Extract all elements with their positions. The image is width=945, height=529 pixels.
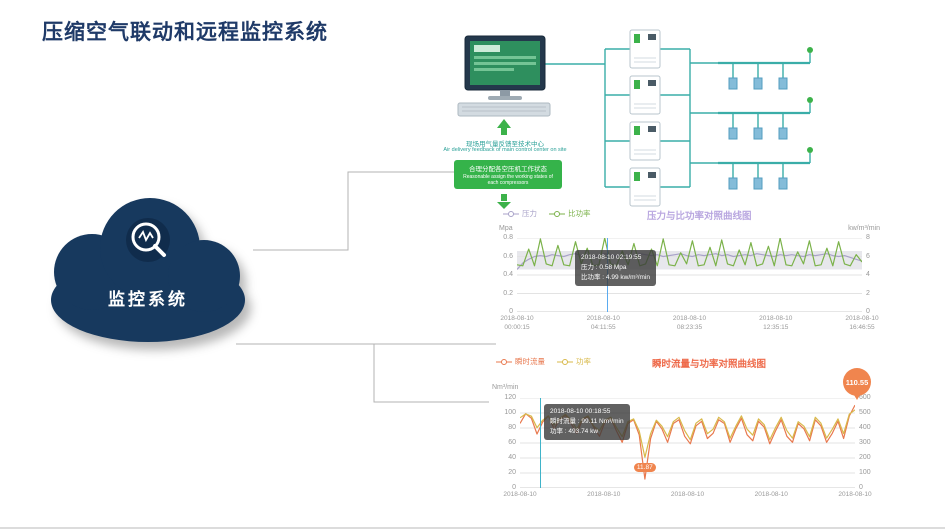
compressor-cabinet bbox=[629, 75, 661, 115]
y-tick-right: 500 bbox=[859, 409, 871, 416]
assign-box: 合理分配各空压机工作状态 Reasonable assign the worki… bbox=[454, 160, 562, 189]
y-axis-unit-left: Nm³/min bbox=[492, 384, 519, 391]
y-tick-right: 0 bbox=[866, 308, 870, 315]
magnifier-icon bbox=[126, 218, 170, 262]
system-diagram: 现场用气量反馈至技术中心 Air delivery feedback of ma… bbox=[443, 18, 842, 212]
y-tick-right: 300 bbox=[859, 439, 871, 446]
y-axis-unit-left: Mpa bbox=[499, 225, 513, 232]
network-lines bbox=[545, 48, 718, 188]
y-tick-left: 0.4 bbox=[503, 271, 513, 278]
chart-legend: 瞬时流量 功率 bbox=[496, 356, 591, 367]
legend-label: 比功率 bbox=[568, 209, 591, 218]
pipe-manifold bbox=[718, 147, 813, 190]
connector-bottom bbox=[373, 344, 489, 403]
series-line bbox=[517, 238, 862, 267]
y-tick-right: 2 bbox=[866, 289, 870, 297]
y-tick-left: 0.6 bbox=[503, 252, 513, 260]
y-tick-right: 0 bbox=[859, 484, 863, 491]
flow-power-chart: 瞬时流量 功率 瞬时流量与功率对照曲线图 Nm³/min 2018-08-10 … bbox=[490, 356, 884, 508]
chart-tooltip: 2018-08-10 02:19:55 压力 : 0.58 Mpa 比功率 : … bbox=[575, 250, 656, 287]
y-tick-left: 20 bbox=[508, 469, 516, 476]
chart-tooltip: 2018-08-10 00:18:55 瞬时流量 : 99.11 Nm³/min… bbox=[544, 404, 630, 441]
tooltip-power: 功率 : 493.74 kw bbox=[550, 428, 599, 436]
up-arrow-icon bbox=[497, 119, 511, 135]
point-marker-badge: 11.87 bbox=[633, 463, 656, 473]
x-axis-label: 2018-08-10 bbox=[670, 491, 705, 498]
legend-label: 功率 bbox=[576, 357, 591, 366]
max-value-badge: 110.55 bbox=[843, 368, 871, 400]
legend-line-icon bbox=[549, 210, 565, 217]
assign-box-zh: 合理分配各空压机工作状态 bbox=[469, 166, 547, 173]
connector-top bbox=[253, 171, 454, 251]
feedback-caption-zh: 现场用气量反馈至技术中心 bbox=[466, 141, 544, 148]
compressor-cabinet bbox=[629, 29, 661, 69]
feedback-caption-en: Air delivery feedback of main control ce… bbox=[443, 147, 567, 153]
y-tick-left: 0.8 bbox=[503, 234, 513, 241]
y-tick-left: 0 bbox=[512, 484, 516, 491]
legend-power[interactable]: 功率 bbox=[557, 356, 591, 367]
legend-label: 压力 bbox=[522, 209, 537, 218]
compressor-cabinet bbox=[629, 167, 661, 207]
y-tick-left: 0 bbox=[509, 308, 513, 315]
tooltip-flow: 瞬时流量 : 99.11 Nm³/min bbox=[550, 418, 624, 426]
x-axis-label: 2018-08-10 bbox=[587, 491, 621, 498]
y-tick-left: 120 bbox=[504, 394, 516, 401]
y-tick-right: 100 bbox=[859, 469, 871, 476]
assign-box-en: Reasonable assign the working states of … bbox=[463, 174, 553, 186]
legend-line-icon bbox=[496, 358, 512, 365]
y-tick-right: 600 bbox=[859, 394, 871, 401]
monitoring-cloud: 监控系统 bbox=[36, 188, 260, 352]
down-arrow-icon bbox=[497, 194, 511, 209]
chart-title: 瞬时流量与功率对照曲线图 bbox=[652, 359, 767, 370]
tooltip-specific-power: 比功率 : 4.99 kw/m³/min bbox=[581, 274, 650, 282]
y-tick-left: 100 bbox=[504, 409, 516, 416]
legend-specific-power[interactable]: 比功率 bbox=[549, 208, 591, 219]
legend-pressure[interactable]: 压力 bbox=[503, 208, 537, 219]
diagram-graphic bbox=[457, 29, 813, 209]
y-tick-left: 80 bbox=[508, 424, 516, 431]
legend-flow[interactable]: 瞬时流量 bbox=[496, 356, 545, 367]
pipe-manifold bbox=[718, 47, 813, 90]
tooltip-pressure: 压力 : 0.58 Mpa bbox=[581, 264, 627, 272]
pipe-manifold bbox=[718, 97, 813, 140]
y-axis-unit-right: kw/m³/min bbox=[848, 225, 880, 232]
tooltip-time: 2018-08-10 02:19:55 bbox=[581, 254, 642, 261]
y-tick-right: 400 bbox=[859, 424, 871, 431]
x-axis-label: 2018-08-10 bbox=[754, 491, 788, 498]
legend-label: 瞬时流量 bbox=[515, 357, 545, 366]
cloud-shape bbox=[51, 198, 245, 342]
compressor-cabinet bbox=[629, 121, 661, 161]
series-line bbox=[517, 253, 862, 270]
y-tick-left: 0.2 bbox=[503, 289, 513, 297]
y-tick-right: 8 bbox=[866, 234, 870, 241]
crosshair-line bbox=[540, 398, 541, 488]
page-title: 压缩空气联动和远程监控系统 bbox=[42, 21, 328, 44]
y-tick-right: 6 bbox=[866, 252, 870, 260]
y-tick-right: 4 bbox=[866, 271, 870, 278]
y-tick-right: 200 bbox=[859, 454, 871, 461]
y-tick-left: 40 bbox=[508, 454, 516, 461]
plot-area[interactable] bbox=[517, 238, 862, 312]
pressure-power-chart: 压力 比功率 压力与比功率对照曲线图 Mpa kw/m³/min 2018-08… bbox=[497, 208, 882, 340]
tooltip-time: 2018-08-10 00:18:55 bbox=[550, 408, 611, 415]
cloud-label: 监控系统 bbox=[108, 290, 188, 309]
x-axis-label: 2018-08-10 bbox=[503, 491, 537, 498]
legend-line-icon bbox=[503, 210, 519, 217]
y-tick-left: 60 bbox=[508, 439, 516, 446]
computer-icon bbox=[457, 35, 551, 117]
chart-title: 压力与比功率对照曲线图 bbox=[647, 211, 752, 222]
chart-legend: 压力 比功率 bbox=[503, 208, 591, 219]
x-axis-label: 2018-08-10 bbox=[838, 491, 872, 498]
legend-line-icon bbox=[557, 358, 573, 365]
